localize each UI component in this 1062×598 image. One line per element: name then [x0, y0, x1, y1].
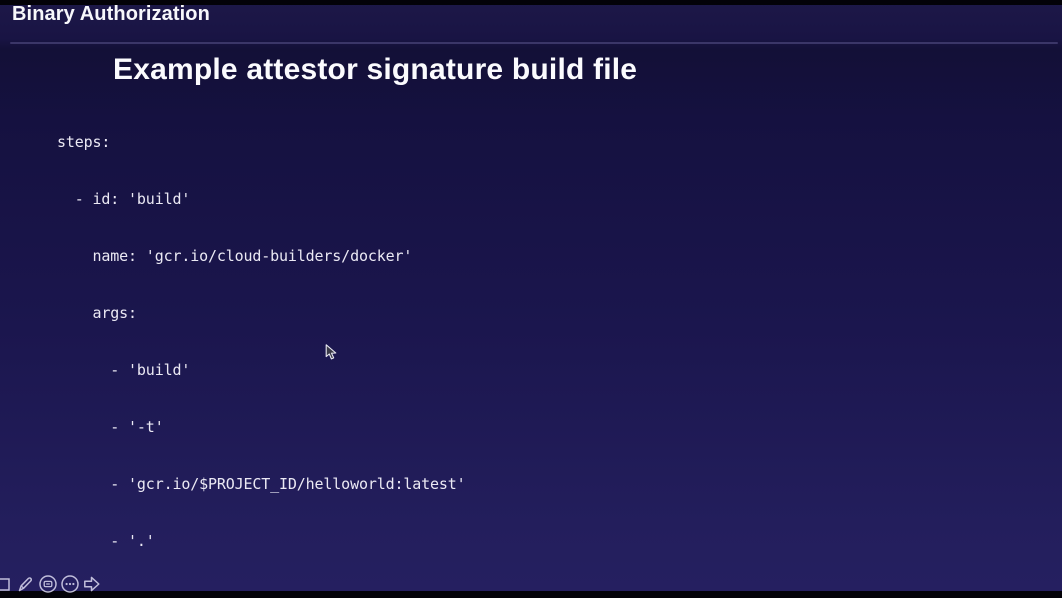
letterbox-bottom [0, 591, 1062, 598]
code-line: - '-t' [57, 418, 164, 436]
code-line: - '.' [57, 532, 155, 550]
next-arrow-icon[interactable] [82, 574, 102, 594]
code-line: - id: 'build' [57, 190, 191, 208]
code-line: args: [57, 304, 138, 322]
more-options-icon[interactable] [60, 574, 80, 594]
square-tool-icon[interactable] [0, 574, 14, 594]
page-title: Example attestor signature build file [113, 53, 638, 86]
code-block: steps: - id: 'build' name: 'gcr.io/cloud… [57, 95, 1047, 598]
code-line: name: 'gcr.io/cloud-builders/docker' [57, 247, 413, 265]
card-tool-icon[interactable] [38, 574, 58, 594]
mouse-cursor-icon [325, 344, 337, 366]
annotation-toolbar [0, 574, 102, 594]
code-line: - 'gcr.io/$PROJECT_ID/helloworld:latest' [57, 475, 466, 493]
code-line: steps: [57, 133, 111, 151]
slide-kicker: Binary Authorization [12, 3, 210, 25]
letterbox-top [0, 0, 1062, 5]
header-divider [10, 42, 1058, 44]
code-line: - 'build' [57, 361, 191, 379]
pen-tool-icon[interactable] [16, 574, 36, 594]
